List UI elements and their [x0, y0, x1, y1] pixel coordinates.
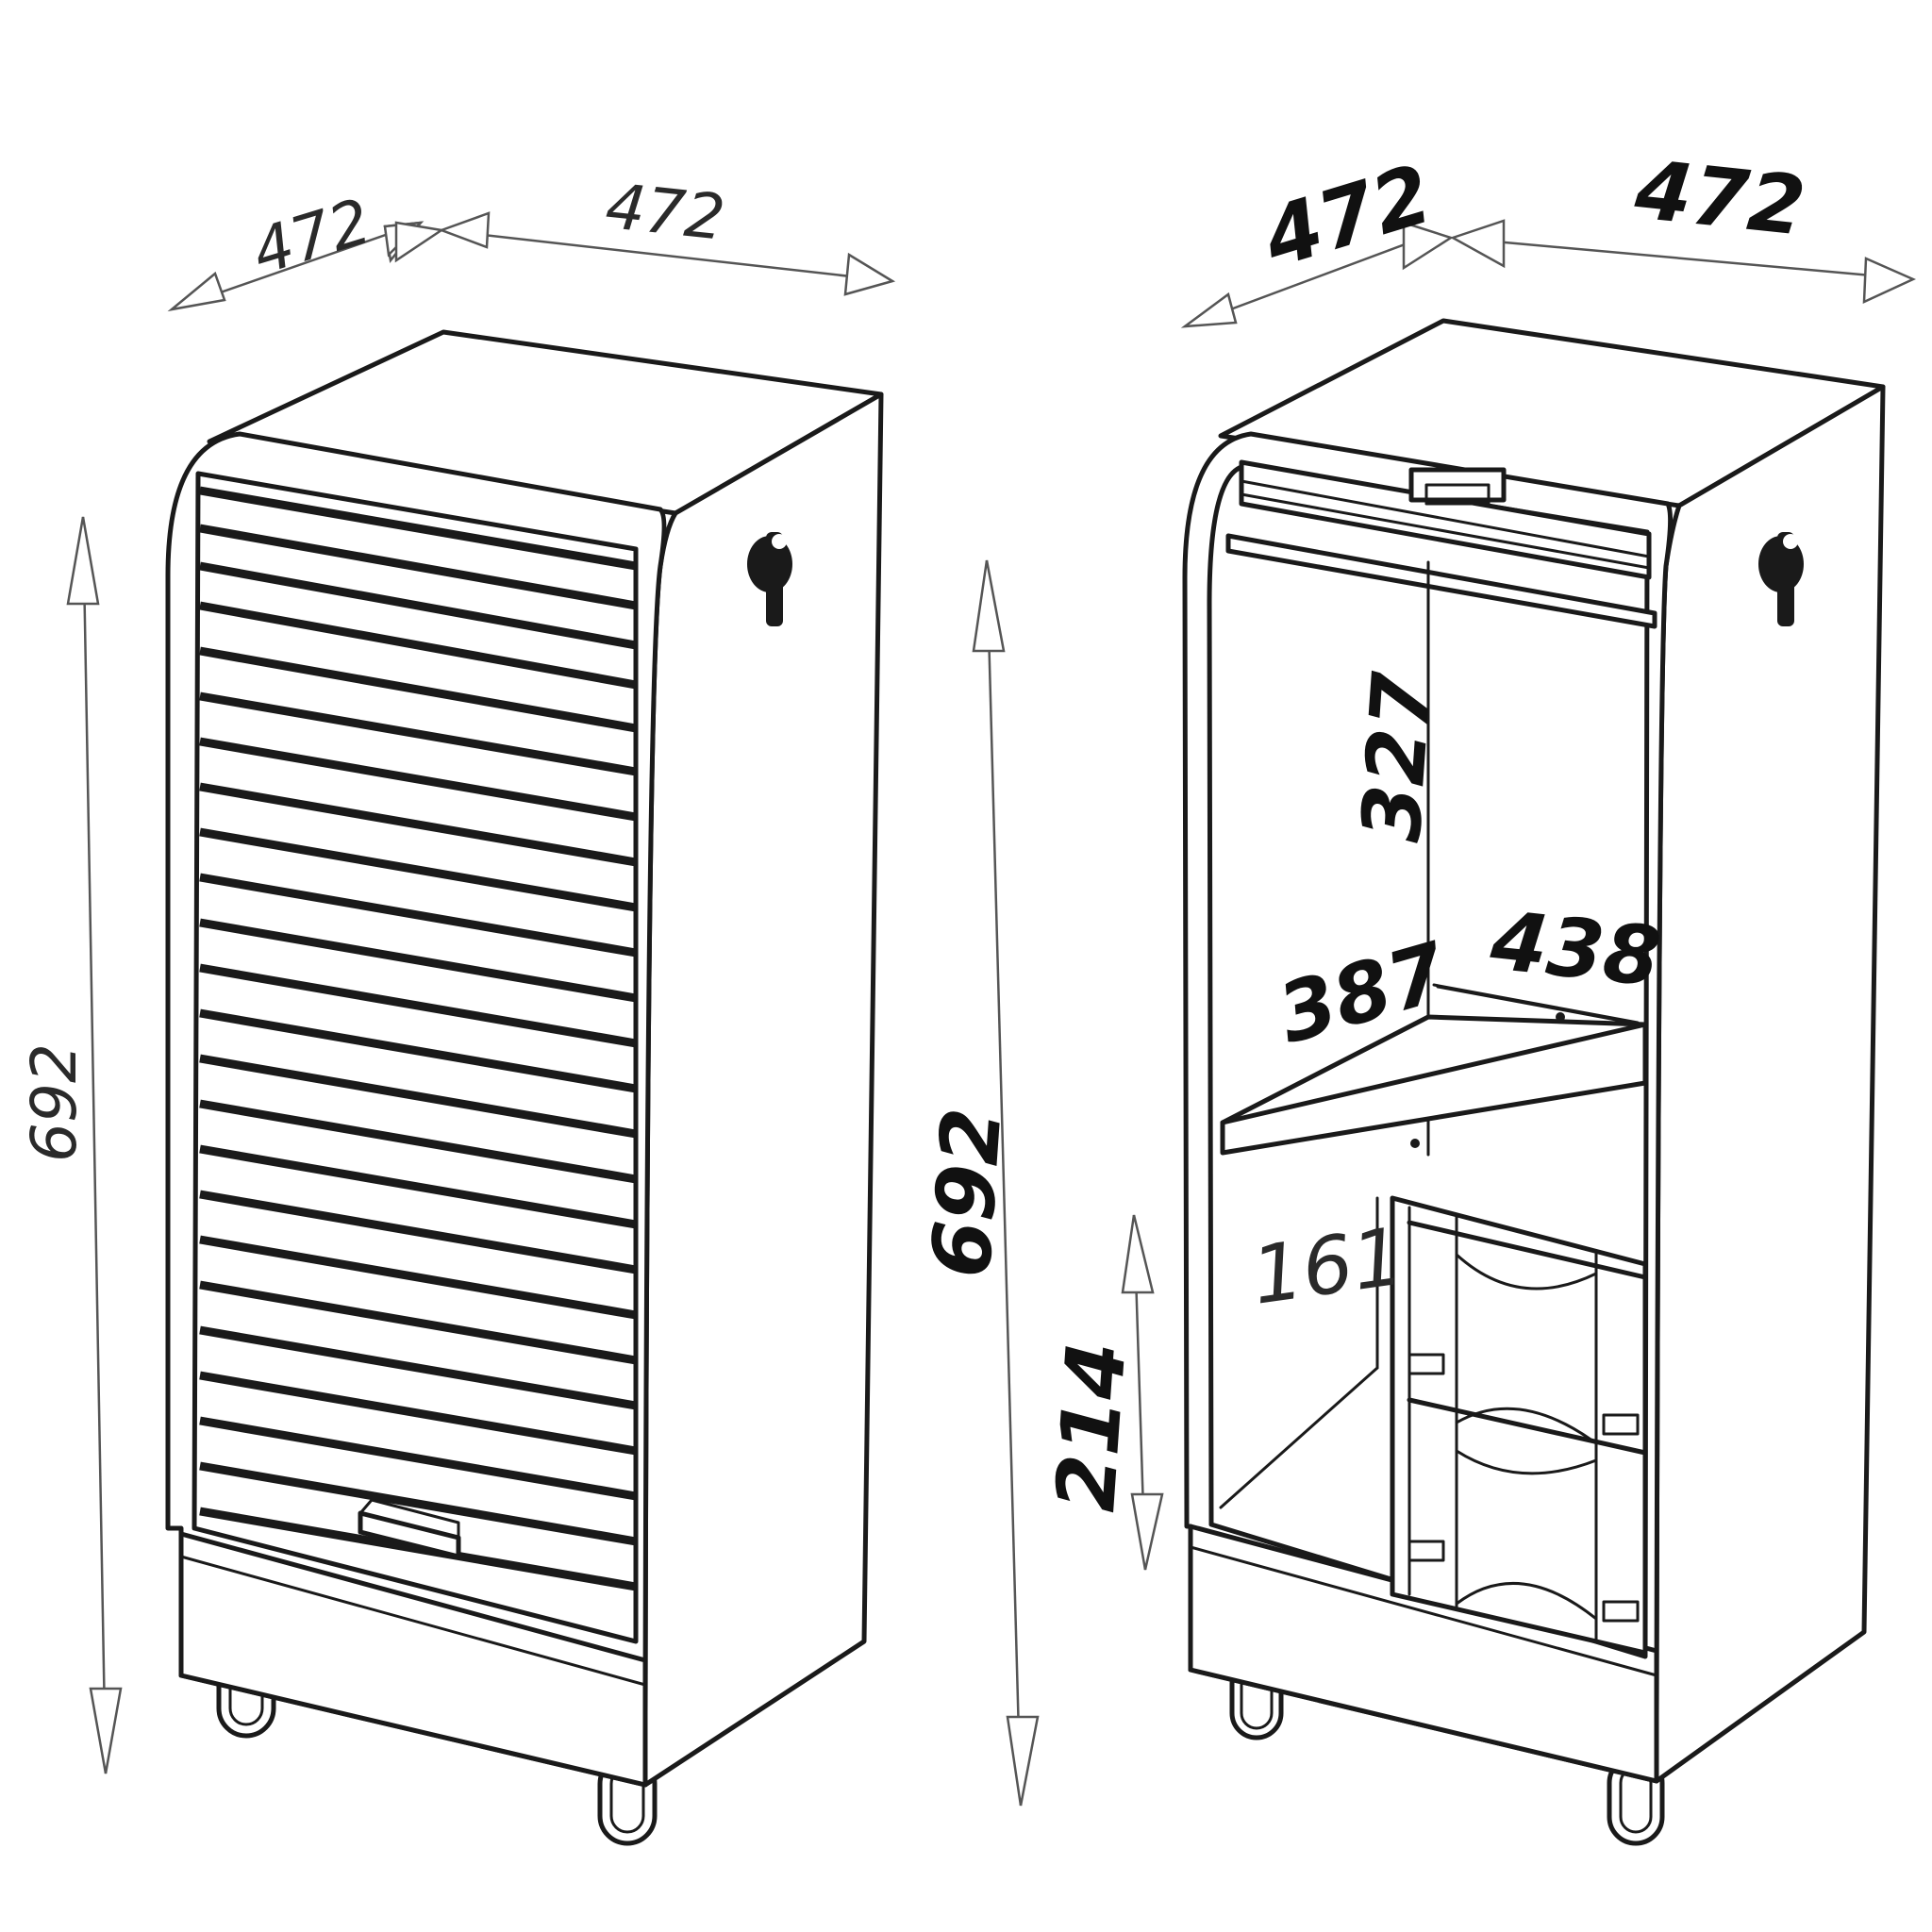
- left-height-label: 692: [18, 1043, 91, 1162]
- lower-height-label: 214: [1039, 1339, 1144, 1514]
- right-width-label: 472: [1630, 142, 1809, 254]
- right-height-label: 692: [914, 1105, 1020, 1280]
- closed-cabinet-view: [165, 329, 884, 1846]
- left-width-label: 472: [603, 170, 728, 255]
- rolled-tambour: [1225, 459, 1657, 629]
- right-dimension-lines: [972, 219, 1917, 1807]
- cabinet-plinth: [178, 1531, 648, 1788]
- cabinet-side-panel: [1654, 384, 1886, 1784]
- left-depth-label: 472: [244, 185, 379, 289]
- interior-height-label: 327: [1344, 669, 1450, 844]
- tambour-slats: [199, 486, 637, 1591]
- lock-icon: [1758, 532, 1804, 626]
- hanging-file-unit: [1390, 1195, 1648, 1656]
- tambour-handle: [358, 1498, 461, 1559]
- lock-icon: [747, 532, 792, 626]
- interior-width-label: 438: [1486, 893, 1665, 1005]
- open-cabinet-view: [1182, 318, 1886, 1846]
- right-depth-label: 472: [1252, 147, 1442, 287]
- cabinet-side-panel: [642, 391, 884, 1788]
- lower-depth-label: 161: [1246, 1209, 1408, 1322]
- left-dimension-lines: [66, 211, 896, 1774]
